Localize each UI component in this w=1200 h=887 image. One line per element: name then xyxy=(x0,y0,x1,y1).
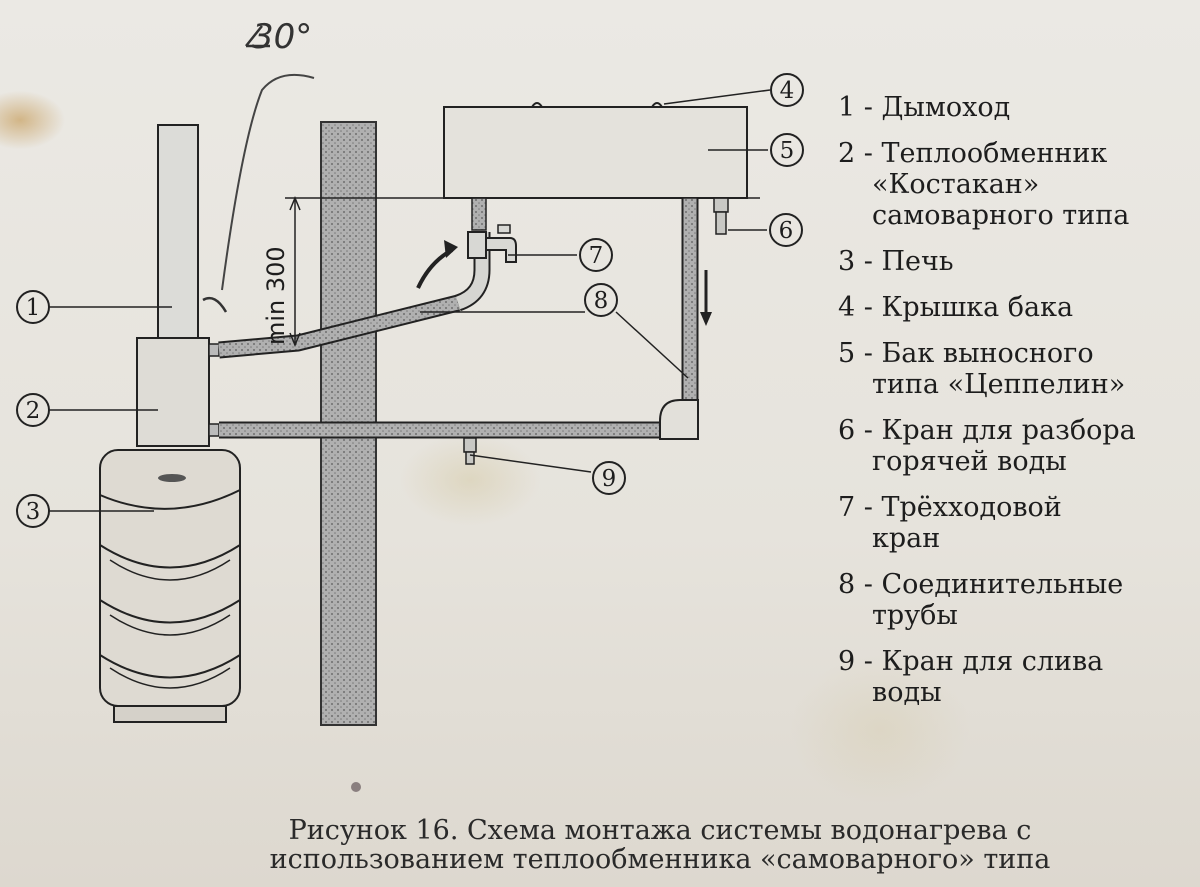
flow-arrow-up-head xyxy=(444,240,458,258)
connecting-pipes xyxy=(218,197,699,440)
legend-item-5: 5 - Бак выносного типа «Цеппелин» xyxy=(838,338,1193,400)
legend-item-7: 7 - Трёхходовой кран xyxy=(838,492,1193,554)
svg-text:8: 8 xyxy=(594,288,609,314)
chimney xyxy=(157,124,199,339)
legend-line: 4 - Крышка бака xyxy=(838,292,1074,323)
callout-3: 3 xyxy=(16,494,50,528)
legend-line: 6 - Кран для разбора xyxy=(838,415,1136,446)
legend-line: «Костакан» xyxy=(872,169,1040,200)
legend-item-9: 9 - Кран для слива воды xyxy=(838,646,1193,708)
legend-line: горячей воды xyxy=(872,446,1067,477)
dimension-arrow-top xyxy=(289,196,301,211)
flow-arrow-down-head xyxy=(700,312,712,326)
callout-2: 2 xyxy=(16,393,50,427)
exchanger-bottom-fitting xyxy=(208,423,220,437)
svg-text:2: 2 xyxy=(26,398,41,424)
svg-text:5: 5 xyxy=(780,138,795,164)
legend-line: 8 - Соединительные xyxy=(838,569,1124,600)
svg-text:9: 9 xyxy=(602,466,617,492)
callout-5: 5 xyxy=(770,133,804,167)
svg-text:4: 4 xyxy=(780,78,795,104)
legend-line: 1 - Дымоход xyxy=(838,92,1011,123)
callout-8: 8 xyxy=(584,283,618,317)
svg-text:7: 7 xyxy=(589,243,604,269)
caption-line-1: Рисунок 16. Схема монтажа системы водона… xyxy=(288,815,1032,846)
callout-1: 1 xyxy=(16,290,50,324)
dimension-label: min 300 xyxy=(262,246,290,345)
angle-sketch xyxy=(221,74,315,291)
legend-line: самоварного типа xyxy=(872,200,1130,231)
stove xyxy=(99,449,241,723)
svg-text:1: 1 xyxy=(26,295,41,321)
legend-line: трубы xyxy=(872,600,958,631)
legend-line: 7 - Трёхходовой xyxy=(838,492,1062,523)
legend-line: 5 - Бак выносного xyxy=(838,338,1094,369)
callout-4: 4 xyxy=(770,73,804,107)
exchanger-top-fitting xyxy=(208,343,220,357)
three-way-valve xyxy=(467,224,517,263)
callout-9: 9 xyxy=(592,461,626,495)
tank-lid-bumps xyxy=(531,102,663,108)
heat-exchanger xyxy=(136,337,210,447)
caption-line-2: использованием теплообменника «самоварно… xyxy=(269,844,1051,875)
drain-valve xyxy=(463,437,477,465)
legend-item-2: 2 - Теплообменник «Костакан» самоварного… xyxy=(838,138,1193,231)
dimension-arrow-bottom xyxy=(289,332,301,347)
figure-caption: Рисунок 16. Схема монтажа системы водона… xyxy=(140,816,1180,874)
leader-lines xyxy=(48,89,771,512)
hot-water-tap xyxy=(713,197,729,235)
legend-item-6: 6 - Кран для разбора горячей воды xyxy=(838,415,1193,477)
angle-symbol xyxy=(245,25,270,48)
callout-7: 7 xyxy=(579,238,613,272)
legend-line: воды xyxy=(872,677,942,708)
legend-line: 2 - Теплообменник xyxy=(838,138,1108,169)
callout-6: 6 xyxy=(769,213,803,247)
legend: 1 - Дымоход 2 - Теплообменник «Костакан»… xyxy=(838,92,1193,723)
legend-line: 9 - Кран для слива xyxy=(838,646,1104,677)
svg-text:3: 3 xyxy=(26,499,41,525)
legend-line: кран xyxy=(872,523,941,554)
legend-item-1: 1 - Дымоход xyxy=(838,92,1193,123)
legend-item-8: 8 - Соединительные трубы xyxy=(838,569,1193,631)
legend-item-4: 4 - Крышка бака xyxy=(838,292,1193,323)
paper-dot xyxy=(351,782,361,792)
remote-tank xyxy=(443,106,748,199)
legend-item-3: 3 - Печь xyxy=(838,246,1193,277)
svg-text:6: 6 xyxy=(779,218,794,244)
angle-curve-arrow xyxy=(202,296,228,313)
angle-note: 30° xyxy=(252,17,312,57)
legend-line: 3 - Печь xyxy=(838,246,954,277)
legend-line: типа «Цеппелин» xyxy=(872,369,1126,400)
